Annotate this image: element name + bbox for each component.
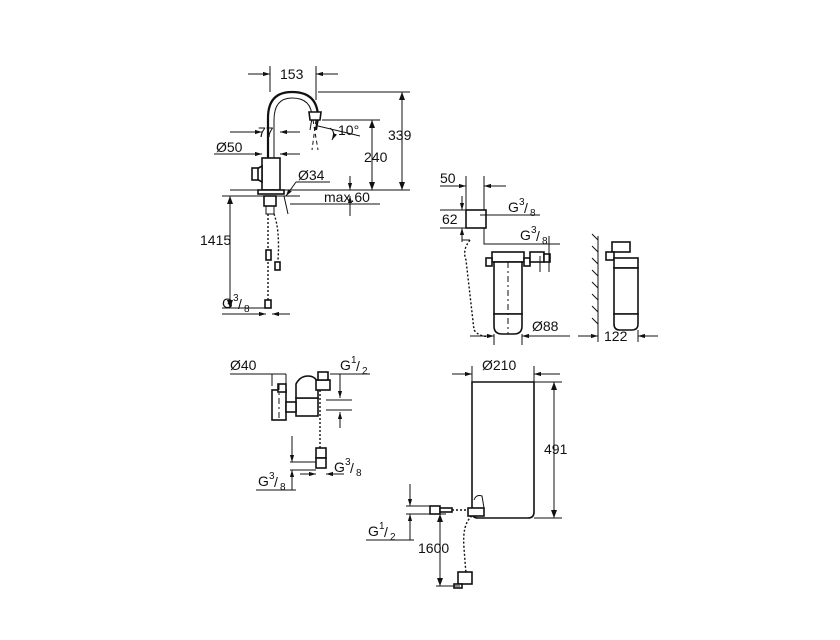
svg-text:/: / <box>350 460 354 476</box>
svg-text:G: G <box>520 227 531 243</box>
filter-dim-50: 50 <box>440 170 456 186</box>
valve-thread-top-label: G 1 / 2 <box>340 355 368 377</box>
valve-drawing: Ø40 G 1 / 2 G 3 / 8 G 3 / <box>230 355 370 493</box>
svg-text:8: 8 <box>244 304 250 315</box>
svg-text:G: G <box>340 357 351 373</box>
valve-thread-right-label: G 3 / 8 <box>334 457 362 479</box>
boiler-dim-1600: 1600 <box>418 540 449 556</box>
svg-text:3: 3 <box>269 471 275 482</box>
dim-max-60: max.60 <box>324 189 370 205</box>
valve-body <box>295 397 319 417</box>
svg-text:8: 8 <box>280 482 286 493</box>
svg-text:3: 3 <box>519 197 525 208</box>
filter-hose <box>463 239 493 338</box>
boiler-thread-label: G 1 / 2 <box>368 521 396 543</box>
faucet-body <box>261 157 281 191</box>
svg-text:/: / <box>536 228 540 244</box>
svg-text:8: 8 <box>530 208 536 219</box>
svg-text:3: 3 <box>233 293 239 304</box>
filter-dim-dia-88: Ø88 <box>532 318 559 334</box>
svg-text:1: 1 <box>379 521 385 532</box>
dim-77: 77 <box>258 124 274 140</box>
svg-text:/: / <box>238 296 242 312</box>
svg-text:/: / <box>274 474 278 490</box>
faucet-drawing: 153 77 10° 339 Ø50 240 Ø34 max.60 <box>200 66 412 317</box>
svg-text:2: 2 <box>362 366 368 377</box>
svg-text:/: / <box>356 358 360 374</box>
valve-dim-dia-40: Ø40 <box>230 357 257 373</box>
filter-thread-side-label: G 3 / 8 <box>520 225 548 247</box>
filter-side-view <box>591 233 639 331</box>
faucet-spout <box>266 90 320 158</box>
filter-dim-62: 62 <box>442 211 458 227</box>
svg-text:2: 2 <box>390 532 396 543</box>
boiler-dim-dia-210: Ø210 <box>482 357 516 373</box>
filter-dim-122: 122 <box>604 328 628 344</box>
svg-text:G: G <box>508 199 519 215</box>
filter-thread-top-label: G 3 / 8 <box>508 197 536 219</box>
boiler-drawing: Ø210 491 G 1 / 2 1600 <box>366 357 568 589</box>
svg-text:/: / <box>524 200 528 216</box>
dim-height-total: 339 <box>388 127 412 143</box>
boiler-dim-491: 491 <box>544 441 568 457</box>
boiler-tank <box>471 381 535 519</box>
dim-dia-34: Ø34 <box>298 167 325 183</box>
svg-text:/: / <box>384 524 388 540</box>
svg-text:1: 1 <box>351 355 357 366</box>
dim-height-240: 240 <box>364 149 388 165</box>
dim-angle: 10° <box>338 122 359 138</box>
svg-text:8: 8 <box>356 468 362 479</box>
svg-text:G: G <box>368 523 379 539</box>
valve-thread-left-label: G 3 / 8 <box>258 471 286 493</box>
svg-text:G: G <box>258 473 269 489</box>
dim-dia-50: Ø50 <box>216 139 243 155</box>
svg-text:G: G <box>222 295 233 311</box>
svg-text:3: 3 <box>531 225 537 236</box>
svg-text:8: 8 <box>542 236 548 247</box>
dim-spout-reach: 153 <box>280 66 304 82</box>
svg-text:G: G <box>334 459 345 475</box>
faucet-thread-label: G 3 / 8 <box>222 293 250 315</box>
boiler-cable <box>462 515 473 575</box>
dim-1415: 1415 <box>200 232 231 248</box>
filter-drawing: 50 G 3 / 8 62 G 3 / 8 Ø88 <box>440 170 658 345</box>
svg-text:3: 3 <box>345 457 351 468</box>
